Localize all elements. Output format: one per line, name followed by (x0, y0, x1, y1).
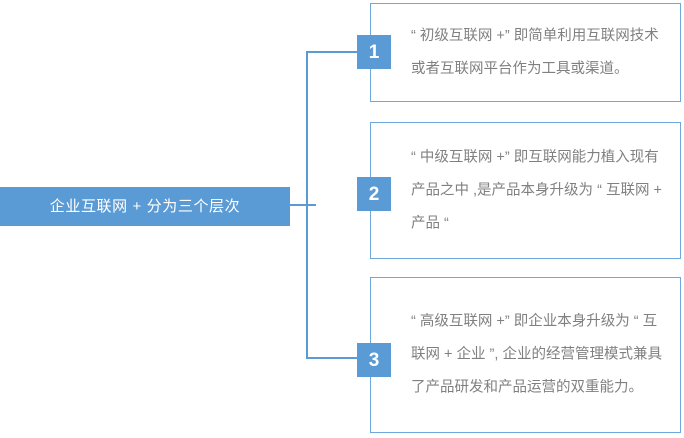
item-text-3: “ 高级互联网 +” 即企业本身升级为 “ 互联网 + 企业 ”, 企业的经营管… (411, 313, 662, 396)
connector-trunk-vertical (306, 51, 308, 359)
item-text-1: “ 初级互联网 +” 即简单利用互联网技术或者互联网平台作为工具或渠道。 (411, 27, 659, 77)
connector-branch-1 (306, 51, 378, 53)
item-box-2[interactable]: “ 中级互联网 +” 即互联网能力植入现有产品之中 ,是产品本身升级为 “ 互联… (370, 122, 681, 259)
item-box-1[interactable]: “ 初级互联网 +” 即简单利用互联网技术或者互联网平台作为工具或渠道。 (370, 3, 681, 102)
badge-number-1[interactable]: 1 (357, 35, 391, 69)
item-box-3[interactable]: “ 高级互联网 +” 即企业本身升级为 “ 互联网 + 企业 ”, 企业的经营管… (370, 277, 681, 433)
root-node[interactable]: 企业互联网 + 分为三个层次 (0, 187, 290, 226)
badge-number-3[interactable]: 3 (357, 343, 391, 377)
badge-number-2[interactable]: 2 (357, 177, 391, 211)
connector-root-stub (290, 204, 316, 206)
item-text-2: “ 中级互联网 +” 即互联网能力植入现有产品之中 ,是产品本身升级为 “ 互联… (411, 149, 662, 231)
root-node-label: 企业互联网 + 分为三个层次 (49, 198, 241, 215)
connector-branch-3 (306, 357, 378, 359)
